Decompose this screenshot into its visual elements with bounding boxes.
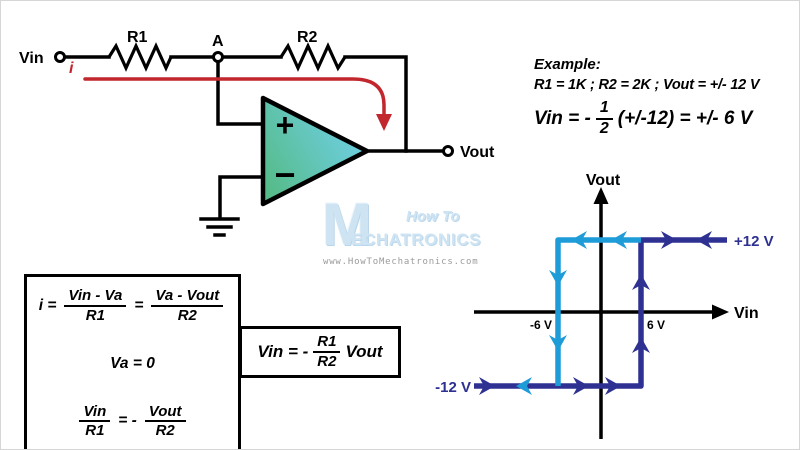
minus-12v-label: -12 V	[435, 379, 471, 396]
fraction-vout-over-r2: Vout R2	[144, 403, 186, 440]
y-axis-arrow	[593, 187, 609, 204]
vout-terminal	[442, 145, 454, 157]
example-title: Example:	[534, 56, 601, 73]
result-eq-rhs: Vout	[345, 342, 383, 361]
ground-symbol	[199, 217, 240, 237]
minus-6v-label: -6 V	[530, 318, 552, 332]
fraction-va-vout-over-r2: Va - Vout R2	[151, 288, 224, 324]
fraction-vin-over-r1: Vin R1	[79, 403, 111, 440]
derivation-equations-box: i = Vin - Va R1 = Va - Vout R2 Va = 0 Vi…	[24, 274, 241, 449]
wire-inverting-input-to-ground	[218, 175, 263, 219]
example-given-values: R1 = 1K ; R2 = 2K ; Vout = +/- 12 V	[534, 77, 760, 93]
opamp-circuit-schematic: + − Vin R1 A R2 Vout i	[19, 29, 495, 237]
hysteresis-graph: Vout Vin +12 V -12 V -6 V 6 V	[435, 172, 774, 439]
r2-label: R2	[297, 29, 318, 46]
current-i-label: i	[69, 60, 74, 77]
watermark-tagline: How To	[406, 208, 460, 225]
watermark-url: www.HowToMechatronics.com	[323, 257, 479, 267]
vin-terminal	[54, 51, 66, 63]
opamp-plus-sign: +	[276, 107, 295, 143]
direction-arrows	[479, 231, 712, 395]
current-arrow	[83, 77, 392, 131]
graph-vout-axis-label: Vout	[586, 172, 621, 189]
opamp-triangle	[260, 95, 370, 207]
watermark-brand: ECHATRONICS	[351, 230, 482, 249]
resistor-r1	[107, 42, 173, 72]
r1-label: R1	[127, 29, 148, 46]
example-block: Example: R1 = 1K ; R2 = 2K ; Vout = +/- …	[534, 56, 760, 138]
derivation-eq3: Vin R1 = - Vout R2	[76, 403, 188, 440]
derivation-eq1: i = Vin - Va R1 = Va - Vout R2	[39, 288, 227, 324]
watermark-m-logo: M	[322, 191, 372, 258]
x-axis-arrow	[712, 304, 729, 320]
example-fraction: 1 2	[595, 99, 613, 138]
graph-vin-axis-label: Vin	[734, 305, 759, 322]
vout-label: Vout	[460, 144, 495, 161]
plus-12v-label: +12 V	[734, 233, 774, 250]
resistor-r2	[279, 42, 347, 72]
fraction-vin-va-over-r1: Vin - Va R1	[64, 288, 127, 324]
node-a-terminal	[212, 51, 224, 63]
result-equation-box: Vin = - R1 R2 Vout	[239, 326, 401, 378]
example-eq-lhs: Vin = -	[534, 107, 591, 129]
opamp-minus-sign: −	[274, 154, 295, 195]
plus-6v-label: 6 V	[647, 318, 665, 332]
example-equation: Vin = - 1 2 (+/-12) = +/- 6 V	[534, 99, 759, 138]
derivation-eq2: Va = 0	[110, 354, 155, 372]
feedback-wire	[343, 55, 408, 153]
fraction-r1-over-r2: R1 R2	[313, 334, 341, 370]
vin-label: Vin	[19, 50, 44, 67]
example-eq-rhs: (+/-12) = +/- 6 V	[617, 107, 753, 129]
node-a-label: A	[212, 33, 224, 50]
watermark: M How To ECHATRONICS www.HowToMechatroni…	[322, 191, 502, 274]
wire-node-a-to-noninverting-input	[216, 59, 263, 126]
result-eq-lhs: Vin = -	[257, 342, 309, 361]
